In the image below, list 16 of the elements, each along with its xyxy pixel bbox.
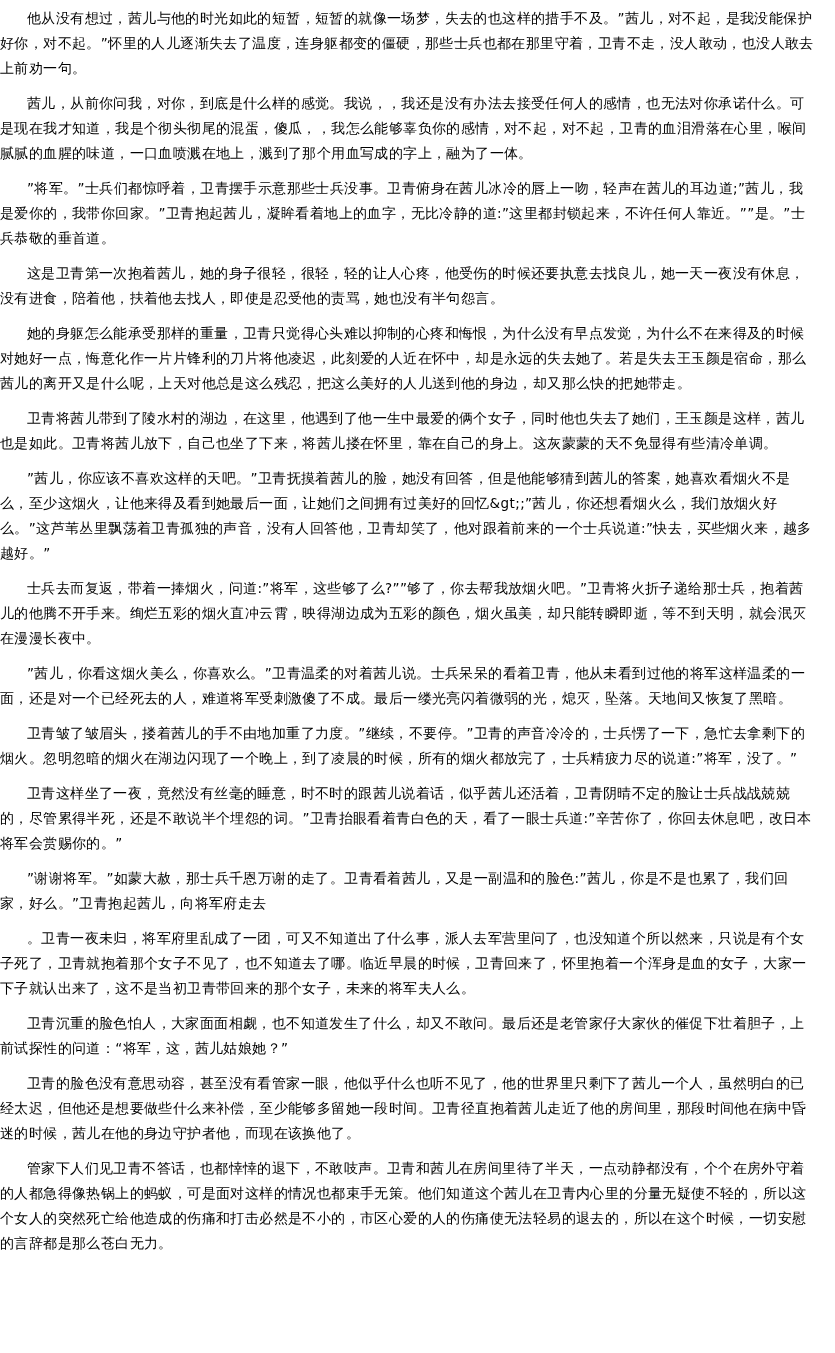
paragraph: ”茜儿，你应该不喜欢这样的天吧。”卫青抚摸着茜儿的脸，她没有回答，但是他能够猜到茜儿的答案，她喜欢看烟火不是么，至少这烟火，让他来得及看到她最后一面，让她们之间拥有过美好的回忆&gt;;”茜儿，你还想看烟火么，我们放烟火好么。”这芦苇丛里飘荡着卫青孤独的声音，没有人回答他，卫青却笑了，他对跟着前来的一个士兵说道:”快去，买些烟火来，越多越好。” [0, 469, 813, 563]
paragraph: 。卫青一夜未归，将军府里乱成了一团，可又不知道出了什么事，派人去军营里问了，也没知道个所以然来，只说是有个女子死了，卫青就抱着那个女子不见了，也不知道去了哪。临近早晨的时候，卫青回来了，怀里抱着一个浑身是血的女子，大家一下子就认出来了，这不是当初卫青带回来的那个女子，未来的将军夫人么。 [0, 929, 808, 998]
paragraph: ”将军。”士兵们都惊呼着，卫青摆手示意那些士兵没事。卫青俯身在茜儿冰冷的唇上一吻，轻声在茜儿的耳边道;”茜儿，我是爱你的，我带你回家。”卫青抱起茜儿，凝眸看着地上的血字，无比冷静的道:”这里都封锁起来，不许任何人靠近。””是。”士兵恭敬的垂首道。 [0, 179, 807, 248]
paragraph: 卫青沉重的脸色怕人，大家面面相觑，也不知道发生了什么，却又不敢问。最后还是老管家仔大家伙的催促下壮着胆子，上前试探性的问道：“将军，这，茜儿姑娘她？” [0, 1014, 806, 1058]
paragraph: ”茜儿，你看这烟火美么，你喜欢么。”卫青温柔的对着茜儿说。士兵呆呆的看着卫青，他从未看到过他的将军这样温柔的一面，还是对一个已经死去的人，难道将军受刺激傻了不成。最后一缕光亮闪着微弱的光，熄灭，坠落。天地间又恢复了黑暗。 [0, 664, 806, 708]
paragraph: 管家下人们见卫青不答话，也都悻悻的退下，不敢吱声。卫青和茜儿在房间里待了半天，一点动静都没有，个个在房外守着的人都急得像热锅上的蚂蚁，可是面对这样的情况也都束手无策。他们知道这个茜儿在卫青内心里的分量无疑使不轻的，所以这个女人的突然死亡给他造成的伤痛和打击必然是不小的，市区心爱的人的伤痛使无法轻易的退去的，所以在这个时候，一切安慰的言辞都是那么苍白无力。 [0, 1159, 808, 1253]
paragraph: 卫青这样坐了一夜，竟然没有丝毫的睡意，时不时的跟茜儿说着话，似乎茜儿还活着，卫青阴晴不定的脸让士兵战战兢兢的，尽管累得半死，还是不敢说半个埋怨的词。”卫青抬眼看着青白色的天，看了一眼士兵道:”辛苦你了，你回去休息吧，改日本将军会赏赐你的。” [0, 784, 813, 853]
paragraph: ”谢谢将军。”如蒙大赦，那士兵千恩万谢的走了。卫青看着茜儿，又是一副温和的脸色:”茜儿，你是不是也累了，我们回家，好么。”卫青抱起茜儿，向将军府走去 [0, 869, 790, 913]
paragraph: 士兵去而复返，带着一捧烟火，问道:”将军，这些够了么?””够了，你去帮我放烟火吧。”卫青将火折子递给那士兵，抱着茜儿的他腾不开手来。绚烂五彩的烟火直冲云霄，映得湖边成为五彩的颜色，烟火虽美，却只能转瞬即逝，等不到天明，就会泯灭在漫漫长夜中。 [0, 579, 808, 648]
paragraph: 他从没有想过，茜儿与他的时光如此的短暂，短暂的就像一场梦，失去的也这样的措手不及。”茜儿，对不起，是我没能保护好你，对不起。”怀里的人儿逐渐失去了温度，连身躯都变的僵硬，那些士兵也都在那里守着，卫青不走，没人敢动，也没人敢去上前劝一句。 [0, 9, 814, 78]
paragraph: 卫青将茜儿带到了陵水村的湖边，在这里，他遇到了他一生中最爱的俩个女子，同时他也失去了她们，王玉颜是这样，茜儿也是如此。卫青将茜儿放下，自己也坐了下来，将茜儿搂在怀里，靠在自己的身上。这灰蒙蒙的天不免显得有些清冷单调。 [0, 409, 806, 453]
paragraph: 卫青的脸色没有意思动容，甚至没有看管家一眼，他似乎什么也听不见了，他的世界里只剩下了茜儿一个人，虽然明白的已经太迟，但他还是想要做些什么来补偿，至少能够多留她一段时间。卫青径直抱着茜儿走近了他的房间里，那段时间他在病中昏迷的时候，茜儿在他的身边守护者他，而现在该换他了。 [0, 1074, 808, 1143]
paragraph: 茜儿，从前你问我，对你，到底是什么样的感觉。我说，，我还是没有办法去接受任何人的感情，也无法对你承诺什么。可是现在我才知道，我是个彻头彻尾的混蛋，傻瓜，，我怎么能够辜负你的感情，对不起，对不起，卫青的血泪滑落在心里，喉间腻腻的血腥的味道，一口血喷溅在地上，溅到了那个用血写成的字上，融为了一体。 [0, 94, 808, 163]
paragraph: 她的身躯怎么能承受那样的重量，卫青只觉得心头难以抑制的心疼和悔恨，为什么没有早点发觉，为什么不在来得及的时候对她好一点，悔意化作一片片锋利的刀片将他凌迟，此刻爱的人近在怀中，却是永远的失去她了。若是失去王玉颜是宿命，那么茜儿的离开又是什么呢，上天对他总是这么残忍，把这么美好的人儿送到他的身边，却又那么快的把她带走。 [0, 324, 808, 393]
paragraph: 卫青皱了皱眉头，搂着茜儿的手不由地加重了力度。”继续，不要停。”卫青的声音冷冷的，士兵愣了一下，急忙去拿剩下的烟火。忽明忽暗的烟火在湖边闪现了一个晚上，到了凌晨的时候，所有的烟火都放完了，士兵精疲力尽的说道:”将军，没了。” [0, 724, 806, 768]
paragraph: 这是卫青第一次抱着茜儿，她的身子很轻，很轻，轻的让人心疼，他受伤的时候还要执意去找良儿，她一天一夜没有休息，没有进食，陪着他，扶着他去找人，即使是忍受他的责骂，她也没有半句怨言。 [0, 264, 806, 308]
